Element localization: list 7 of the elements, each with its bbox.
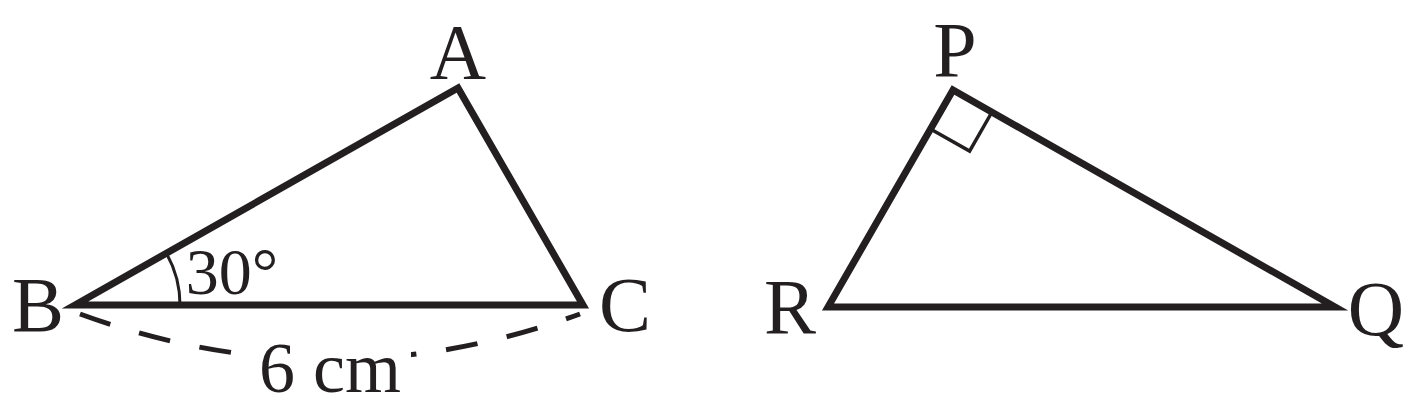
- vertex-label: Q: [1347, 270, 1405, 348]
- vertex-label: P: [933, 11, 977, 89]
- vertex-label: C: [599, 266, 651, 344]
- vertex-label: A: [429, 13, 487, 91]
- vertex-label: R: [764, 268, 816, 346]
- vertex-label: B: [12, 266, 64, 344]
- angle-label: 30°: [185, 239, 279, 305]
